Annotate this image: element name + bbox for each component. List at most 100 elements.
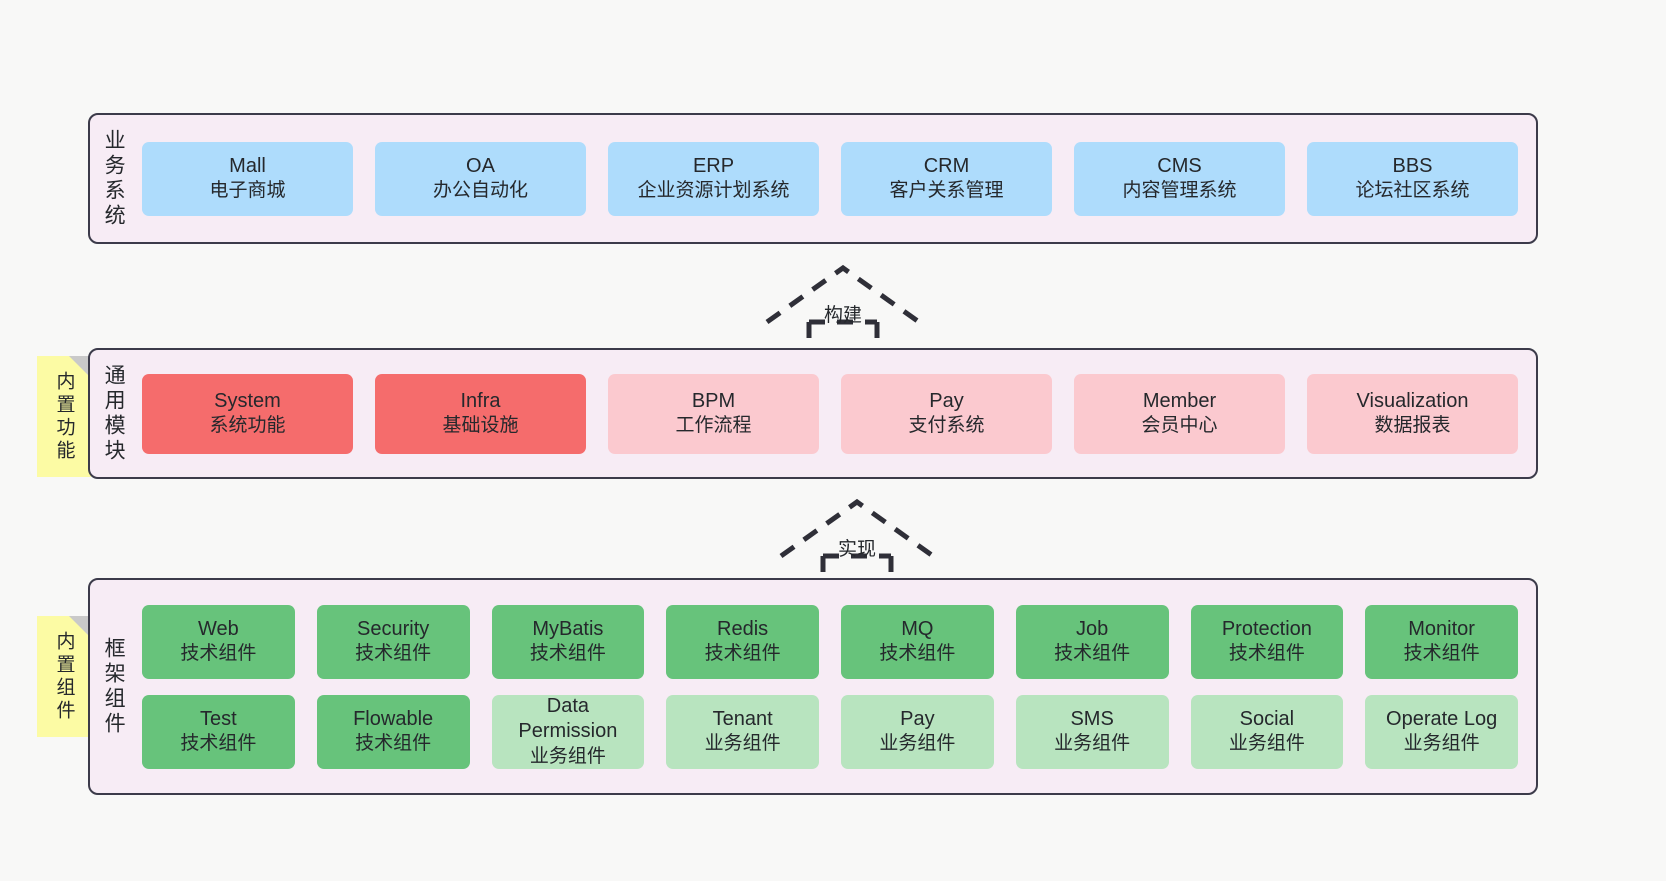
box-redis[interactable]: Redis 技术组件 bbox=[666, 604, 819, 679]
box-flowable[interactable]: Flowable 技术组件 bbox=[316, 694, 470, 769]
box-system[interactable]: System 系统功能 bbox=[142, 373, 353, 454]
box-title: BPM bbox=[691, 389, 736, 412]
business-row: Mall 电子商城 OA 办公自动化 ERP 企业资源计划系统 CRM 客户关系… bbox=[142, 141, 1518, 216]
box-subtitle: 基础设施 bbox=[442, 415, 519, 437]
layer-business-title: 业务系统 bbox=[102, 128, 126, 229]
box-subtitle: 工作流程 bbox=[675, 415, 752, 437]
connector-implement-label: 实现 bbox=[837, 539, 877, 560]
box-title: Test bbox=[200, 707, 237, 730]
box-social[interactable]: Social 业务组件 bbox=[1190, 694, 1344, 769]
box-title: Protection bbox=[1221, 617, 1312, 640]
box-subtitle: 技术组件 bbox=[180, 733, 257, 755]
layer-business-system: 业务系统 Mall 电子商城 OA 办公自动化 ERP 企业资源计划系统 CRM bbox=[88, 113, 1538, 244]
box-subtitle: 业务组件 bbox=[704, 733, 781, 755]
box-subtitle: 电子商城 bbox=[209, 180, 286, 202]
box-mq[interactable]: MQ 技术组件 bbox=[841, 604, 994, 679]
box-title: Web bbox=[197, 617, 239, 640]
box-pay-module[interactable]: Pay 支付系统 bbox=[841, 373, 1052, 454]
sticky-note-label: 内置组件 bbox=[53, 630, 75, 723]
box-title: Flowable bbox=[353, 707, 434, 730]
box-test[interactable]: Test 技术组件 bbox=[142, 694, 295, 769]
box-tenant[interactable]: Tenant 业务组件 bbox=[666, 694, 819, 769]
box-title: Monitor bbox=[1408, 617, 1475, 640]
box-title: ERP bbox=[692, 154, 735, 177]
box-title: MQ bbox=[901, 617, 934, 640]
box-member[interactable]: Member 会员中心 bbox=[1074, 373, 1285, 454]
box-title: Job bbox=[1076, 617, 1109, 640]
connector-build-label: 构建 bbox=[823, 305, 863, 326]
sticky-note-label: 内置功能 bbox=[53, 370, 75, 463]
box-title: Visualization bbox=[1356, 389, 1469, 412]
box-title: Member bbox=[1142, 389, 1217, 412]
box-subtitle: 技术组件 bbox=[704, 643, 781, 665]
layer-common-module: 通用模块 System 系统功能 Infra 基础设施 BPM 工作流程 Pay bbox=[88, 348, 1538, 479]
box-title: BBS bbox=[1392, 154, 1433, 177]
box-job[interactable]: Job 技术组件 bbox=[1015, 604, 1169, 679]
box-subtitle: 论坛社区系统 bbox=[1355, 180, 1470, 202]
box-erp[interactable]: ERP 企业资源计划系统 bbox=[608, 141, 819, 216]
box-subtitle: 内容管理系统 bbox=[1122, 180, 1237, 202]
box-subtitle: 办公自动化 bbox=[432, 180, 528, 202]
box-subtitle: 业务组件 bbox=[1403, 733, 1480, 755]
box-pay-component[interactable]: Pay 业务组件 bbox=[841, 694, 994, 769]
box-mall[interactable]: Mall 电子商城 bbox=[142, 141, 353, 216]
box-title: Pay bbox=[929, 389, 964, 412]
layer-common-body: System 系统功能 Infra 基础设施 BPM 工作流程 Pay 支付系统… bbox=[136, 350, 1536, 477]
box-oa[interactable]: OA 办公自动化 bbox=[375, 141, 586, 216]
box-infra[interactable]: Infra 基础设施 bbox=[375, 373, 586, 454]
box-title: System bbox=[214, 389, 281, 412]
box-web[interactable]: Web 技术组件 bbox=[142, 604, 295, 679]
box-subtitle: 技术组件 bbox=[355, 643, 432, 665]
box-bbs[interactable]: BBS 论坛社区系统 bbox=[1307, 141, 1518, 216]
sticky-note-builtin-component: 内置组件 bbox=[37, 616, 91, 737]
box-subtitle: 会员中心 bbox=[1141, 415, 1218, 437]
box-title: Infra bbox=[460, 389, 501, 412]
box-subtitle: 业务组件 bbox=[529, 745, 606, 767]
box-title: Data Permission bbox=[518, 694, 618, 743]
common-row: System 系统功能 Infra 基础设施 BPM 工作流程 Pay 支付系统… bbox=[142, 373, 1518, 454]
box-subtitle: 技术组件 bbox=[355, 733, 432, 755]
box-monitor[interactable]: Monitor 技术组件 bbox=[1365, 604, 1518, 679]
box-title: Redis bbox=[717, 617, 769, 640]
box-title: Mall bbox=[229, 154, 266, 177]
box-subtitle: 业务组件 bbox=[879, 733, 956, 755]
box-subtitle: 业务组件 bbox=[1054, 733, 1131, 755]
sticky-fold-icon bbox=[69, 616, 91, 638]
box-subtitle: 企业资源计划系统 bbox=[637, 180, 790, 202]
box-subtitle: 技术组件 bbox=[180, 643, 257, 665]
box-title: MyBatis bbox=[532, 617, 604, 640]
box-subtitle: 技术组件 bbox=[1228, 643, 1305, 665]
box-subtitle: 客户关系管理 bbox=[889, 180, 1004, 202]
box-cms[interactable]: CMS 内容管理系统 bbox=[1074, 141, 1285, 216]
box-subtitle: 支付系统 bbox=[908, 415, 985, 437]
framework-row-2: Test 技术组件 Flowable 技术组件 Data Permission … bbox=[142, 694, 1518, 769]
layer-common-title: 通用模块 bbox=[102, 363, 126, 464]
layer-framework-component: 框架组件 Web 技术组件 Security 技术组件 MyBatis 技术组件… bbox=[88, 578, 1538, 795]
box-security[interactable]: Security 技术组件 bbox=[316, 604, 470, 679]
box-title: CMS bbox=[1157, 154, 1202, 177]
box-data-permission[interactable]: Data Permission 业务组件 bbox=[491, 694, 645, 769]
generalization-arrow-icon bbox=[765, 264, 921, 354]
generalization-arrow-icon bbox=[779, 498, 935, 588]
sticky-note-builtin-function: 内置功能 bbox=[37, 356, 91, 477]
box-subtitle: 业务组件 bbox=[1228, 733, 1305, 755]
box-visualization[interactable]: Visualization 数据报表 bbox=[1307, 373, 1518, 454]
box-subtitle: 技术组件 bbox=[529, 643, 606, 665]
box-protection[interactable]: Protection 技术组件 bbox=[1190, 604, 1344, 679]
box-title: OA bbox=[466, 154, 495, 177]
box-sms[interactable]: SMS 业务组件 bbox=[1015, 694, 1169, 769]
box-mybatis[interactable]: MyBatis 技术组件 bbox=[491, 604, 645, 679]
layer-framework-title: 框架组件 bbox=[102, 636, 126, 737]
connector-build: 构建 bbox=[763, 262, 923, 354]
box-title: CRM bbox=[923, 154, 970, 177]
box-title: SMS bbox=[1070, 707, 1114, 730]
box-crm[interactable]: CRM 客户关系管理 bbox=[841, 141, 1052, 216]
framework-row-1: Web 技术组件 Security 技术组件 MyBatis 技术组件 Redi… bbox=[142, 604, 1518, 679]
box-operate-log[interactable]: Operate Log 业务组件 bbox=[1365, 694, 1518, 769]
box-title: Social bbox=[1239, 707, 1295, 730]
box-bpm[interactable]: BPM 工作流程 bbox=[608, 373, 819, 454]
box-title: Operate Log bbox=[1386, 707, 1498, 730]
box-title: Security bbox=[357, 617, 430, 640]
layer-business-body: Mall 电子商城 OA 办公自动化 ERP 企业资源计划系统 CRM 客户关系… bbox=[136, 115, 1536, 242]
box-title: Pay bbox=[900, 707, 935, 730]
